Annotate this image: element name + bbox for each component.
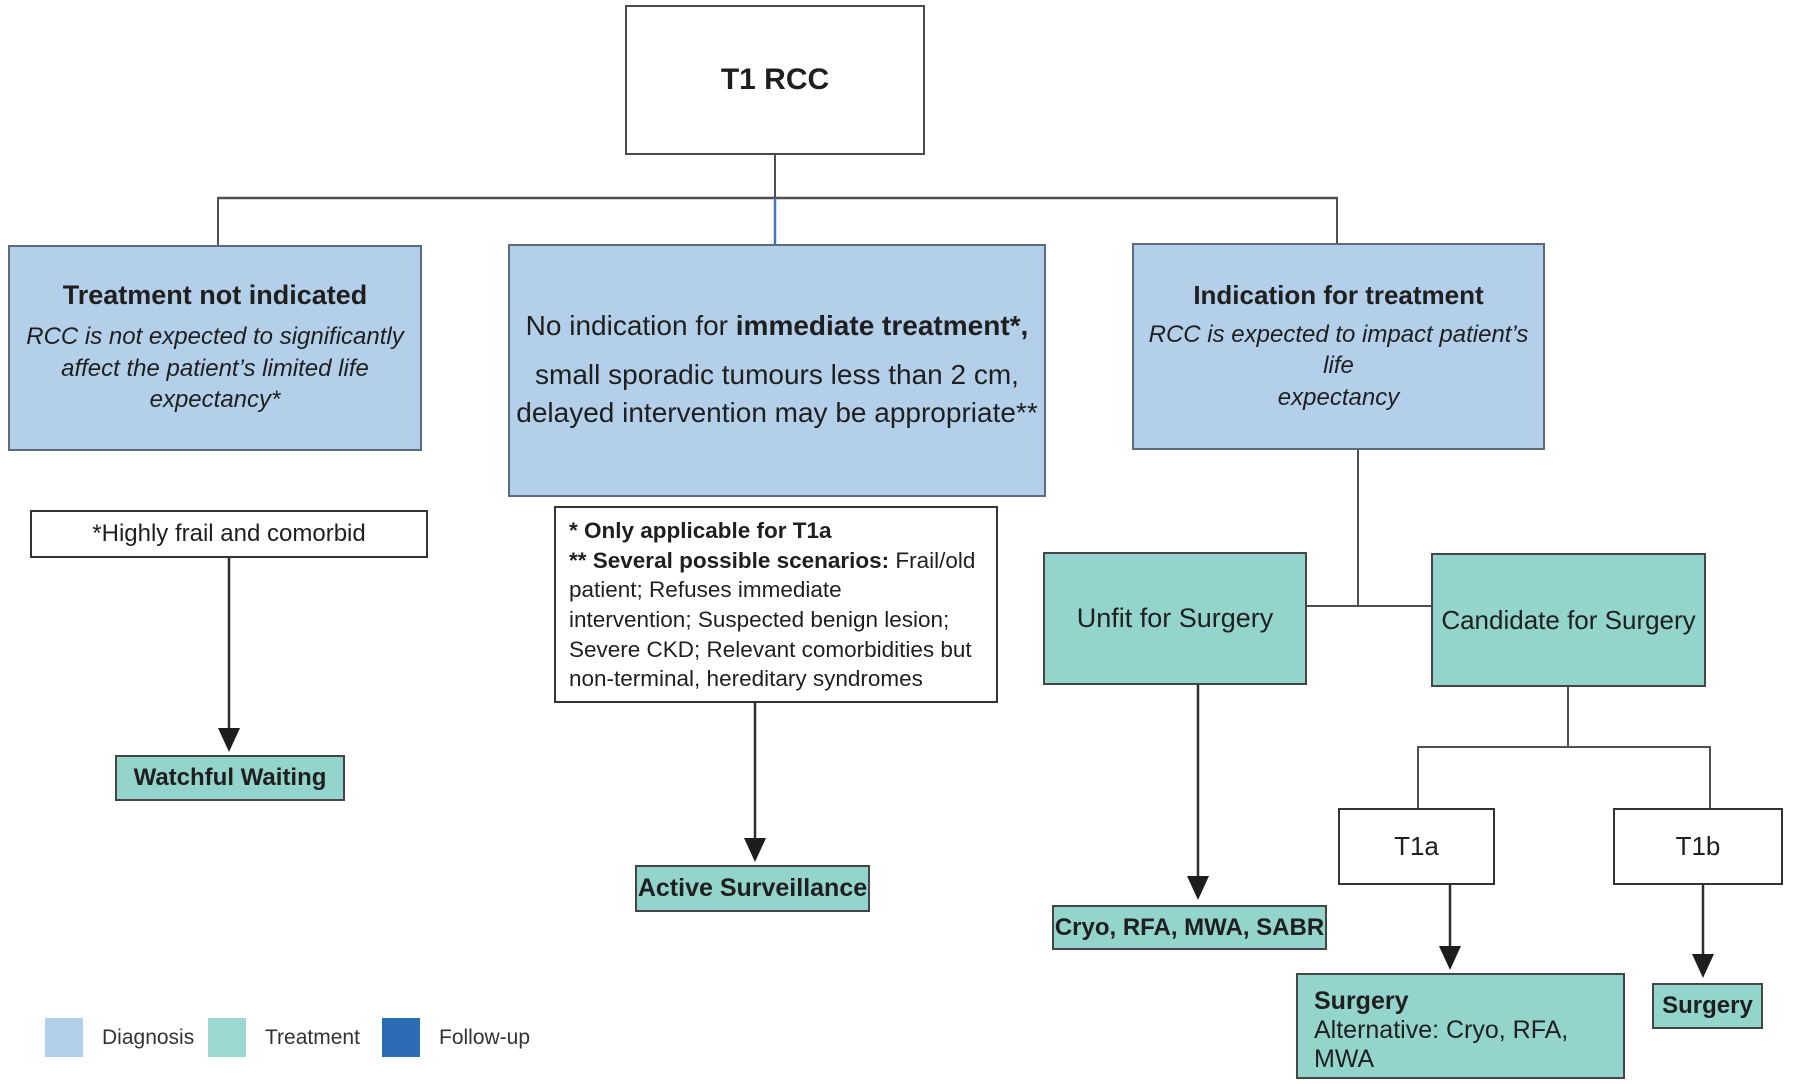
node-watchful-waiting-label: Watchful Waiting bbox=[133, 764, 327, 791]
node-no-immediate-treatment-line2: small sporadic tumours less than 2 cm, d… bbox=[516, 358, 1038, 428]
footnote-scenarios-lead: ** Several possible scenarios: bbox=[569, 547, 890, 573]
legend-label-followup: Follow-up bbox=[439, 1025, 531, 1049]
node-scenarios-footnote: * Only applicable for T1a ** Several pos… bbox=[554, 506, 998, 703]
node-treatment-not-indicated: Treatment not indicated RCC is not expec… bbox=[8, 245, 422, 451]
node-t1a: T1a bbox=[1338, 808, 1495, 885]
node-treatment-not-indicated-title: Treatment not indicated bbox=[62, 279, 368, 310]
node-t1a-label: T1a bbox=[1394, 831, 1439, 861]
node-surgery-t1a-alternative: Alternative: Cryo, RFA, MWA bbox=[1314, 1016, 1569, 1073]
node-active-surveillance-label: Active Surveillance bbox=[637, 874, 868, 902]
legend-item-followup: Follow-up bbox=[382, 1018, 530, 1057]
footnote-t1a-line: * Only applicable for T1a bbox=[569, 518, 832, 543]
legend: Diagnosis Treatment Follow-up bbox=[0, 1012, 700, 1072]
line1-regular-text: No indication for bbox=[525, 309, 736, 341]
node-highly-frail-comorbid-label: *Highly frail and comorbid bbox=[92, 520, 366, 547]
diagnosis-color-swatch bbox=[45, 1018, 83, 1057]
legend-label-diagnosis: Diagnosis bbox=[102, 1025, 195, 1049]
node-unfit-for-surgery: Unfit for Surgery bbox=[1043, 552, 1307, 685]
node-candidate-for-surgery: Candidate for Surgery bbox=[1431, 553, 1706, 687]
legend-label-treatment: Treatment bbox=[265, 1025, 360, 1049]
node-t1-rcc-label: T1 RCC bbox=[720, 63, 830, 96]
node-active-surveillance: Active Surveillance bbox=[635, 865, 870, 912]
node-highly-frail-comorbid: *Highly frail and comorbid bbox=[30, 510, 428, 558]
node-t1-rcc: T1 RCC bbox=[625, 5, 925, 155]
node-indication-for-treatment: Indication for treatment RCC is expected… bbox=[1132, 243, 1545, 450]
node-surgery-t1a-title: Surgery bbox=[1314, 987, 1409, 1015]
scenarios-footnote-text: * Only applicable for T1a ** Several pos… bbox=[569, 516, 975, 694]
legend-item-treatment: Treatment bbox=[208, 1018, 360, 1057]
treatment-color-swatch bbox=[208, 1018, 246, 1057]
node-ablation-options-label: Cryo, RFA, MWA, SABR bbox=[1054, 913, 1325, 941]
node-indication-for-treatment-subtitle: RCC is expected to impact patient’s life… bbox=[1148, 321, 1529, 411]
node-indication-for-treatment-title: Indication for treatment bbox=[1193, 280, 1484, 311]
node-no-immediate-treatment-line1: No indication for immediate treatment*, bbox=[526, 310, 1029, 342]
node-t1b-label: T1b bbox=[1675, 831, 1721, 861]
node-surgery-t1b: Surgery bbox=[1652, 983, 1763, 1029]
legend-item-diagnosis: Diagnosis bbox=[45, 1018, 194, 1057]
node-treatment-not-indicated-subtitle: RCC is not expected to significantly aff… bbox=[26, 322, 404, 414]
followup-color-swatch bbox=[382, 1018, 420, 1057]
node-t1b: T1b bbox=[1613, 808, 1783, 885]
node-surgery-t1b-label: Surgery bbox=[1662, 992, 1753, 1019]
node-surgery-t1a: Surgery Alternative: Cryo, RFA, MWA bbox=[1296, 973, 1625, 1079]
node-candidate-for-surgery-label: Candidate for Surgery bbox=[1441, 604, 1696, 635]
footnote-scenarios-body: Frail/old patient; Refuses immediate int… bbox=[569, 547, 976, 692]
node-unfit-for-surgery-label: Unfit for Surgery bbox=[1076, 603, 1274, 633]
node-no-immediate-treatment: No indication for immediate treatment*, … bbox=[508, 244, 1046, 497]
line1-bold-text: immediate treatment*, bbox=[735, 309, 1029, 341]
node-ablation-options: Cryo, RFA, MWA, SABR bbox=[1052, 905, 1327, 950]
node-watchful-waiting: Watchful Waiting bbox=[115, 755, 345, 801]
